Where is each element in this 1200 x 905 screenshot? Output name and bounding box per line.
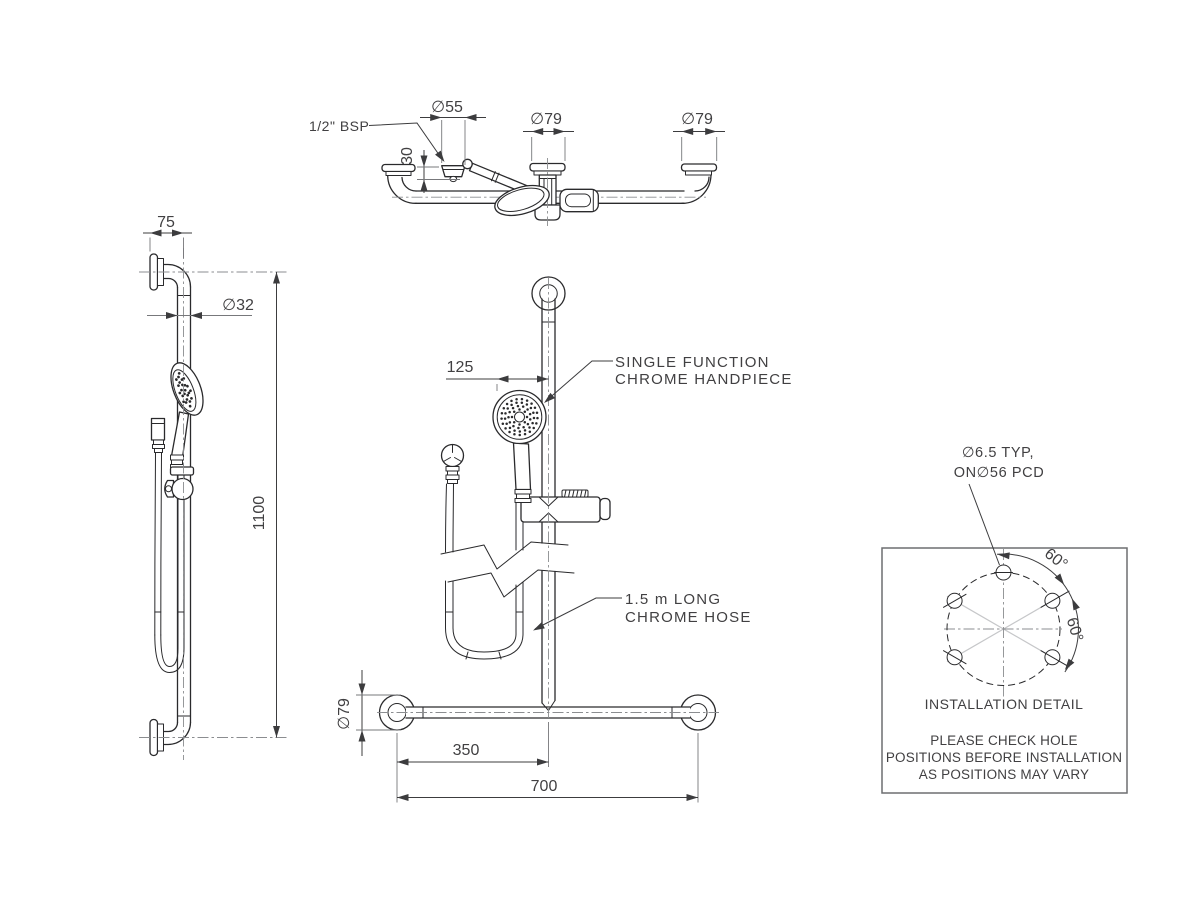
spray-face-front — [500, 397, 539, 437]
dim-700-text: 700 — [531, 778, 558, 795]
bracket-front — [514, 489, 611, 523]
dim-700: 700 — [396, 733, 699, 803]
dim-d79-mid: ∅79 — [523, 111, 574, 161]
handle-front — [512, 442, 532, 491]
dim-d32: ∅32 — [147, 297, 254, 319]
handpiece-callout: SINGLE FUNCTION CHROME HANDPIECE — [541, 354, 793, 406]
holder-side — [164, 466, 195, 501]
top-view: ∅55 1/2" BSP 30 ∅79 ∅79 — [309, 99, 725, 226]
detail-note-line1: PLEASE CHECK HOLE — [930, 733, 1077, 748]
detail-callout-line1: ∅6.5 TYP, — [962, 445, 1034, 461]
dim-75-text: 75 — [157, 214, 175, 231]
dim-d79-bottom: ∅79 — [336, 670, 401, 756]
flange-left-plan — [381, 163, 416, 176]
detail-box — [881, 547, 1128, 794]
hose-callout: 1.5 m LONG CHROME HOSE — [531, 591, 752, 634]
hose-side — [154, 452, 185, 673]
dim-d79-mid-text: ∅79 — [530, 111, 562, 128]
handpiece-front — [492, 389, 547, 445]
handpiece-label-line1: SINGLE FUNCTION — [615, 354, 770, 371]
detail-title: INSTALLATION DETAIL — [925, 696, 1084, 712]
detail-callout-line2: ON∅56 PCD — [954, 465, 1045, 481]
dim-1100: 1100 — [251, 272, 280, 738]
dim-75: 75 — [143, 214, 192, 258]
dim-1100-text: 1100 — [251, 496, 268, 531]
wall-elbow-front — [440, 443, 465, 484]
dim-d55-text: ∅55 — [431, 99, 463, 116]
dim-30-text: 30 — [399, 147, 416, 165]
angle-side-text: 60° — [1063, 616, 1086, 644]
handpiece-side — [170, 362, 204, 469]
bracket-plan — [559, 188, 599, 213]
angle-dim: 60° 60° — [996, 545, 1086, 673]
handpiece-plan — [462, 158, 550, 217]
wall-elbow-side — [150, 417, 166, 453]
dim-d32-text: ∅32 — [222, 297, 254, 314]
dim-350: 350 — [396, 722, 549, 767]
dim-d55: ∅55 — [420, 99, 486, 165]
dim-125-text: 125 — [447, 359, 474, 376]
dim-125: 125 — [446, 359, 549, 391]
dim-d79-right-text: ∅79 — [681, 111, 713, 128]
side-view: 75 ∅32 1100 — [139, 214, 288, 760]
flange-right-plan — [680, 163, 718, 176]
break-lines — [440, 541, 575, 598]
handpiece-label-line2: CHROME HANDPIECE — [615, 371, 793, 388]
installation-detail: ∅6.5 TYP, ON∅56 PCD 60° — [881, 445, 1128, 794]
bsp-callout: 1/2" BSP — [309, 118, 448, 165]
detail-note-line2: POSITIONS BEFORE INSTALLATION — [886, 750, 1122, 765]
hose-label-line2: CHROME HOSE — [625, 609, 752, 626]
hose-front — [445, 483, 524, 660]
dim-350-text: 350 — [453, 742, 480, 759]
dim-d79-bottom-text: ∅79 — [336, 698, 353, 730]
dim-30: 30 — [399, 147, 460, 193]
detail-leader — [968, 483, 1000, 566]
dim-d79-right: ∅79 — [673, 111, 725, 161]
angle-top-text: 60° — [1041, 545, 1071, 573]
detail-note-line3: AS POSITIONS MAY VARY — [919, 767, 1090, 782]
mounting-holes — [943, 564, 1070, 668]
hose-label-line1: 1.5 m LONG — [625, 591, 721, 608]
front-view: SINGLE FUNCTION CHROME HANDPIECE 1.5 m L… — [336, 276, 793, 803]
bsp-label: 1/2" BSP — [309, 118, 369, 134]
outlet-elbow-plan — [441, 165, 466, 183]
